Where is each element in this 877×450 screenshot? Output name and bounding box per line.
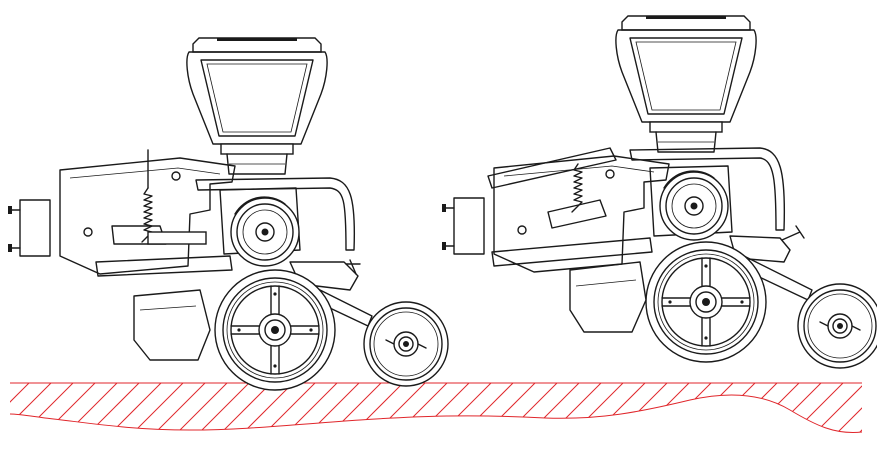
hatch-line [841,383,862,433]
hatch-line [775,383,847,433]
hatch-line [10,383,11,433]
gauge-wheel [645,241,767,363]
hatch-line [27,383,99,433]
hatch-line [335,383,407,433]
hatch-line [511,383,583,433]
press-wheel [797,283,877,369]
crank-handle [781,225,805,241]
hatch-line [864,380,877,450]
hatch-line [621,383,693,433]
hatch-line [379,383,451,433]
seed-meter [230,196,300,267]
frame-body [7,157,236,275]
hatch-line [819,383,862,433]
hatch-line [423,383,495,433]
hatch-line [10,383,77,433]
hatch-line [467,383,539,433]
hatch-line [731,383,803,433]
upper-linkage-arm [195,177,356,251]
meter-housing [219,187,301,255]
lower-linkage-arm [95,255,233,277]
planter-unit-left [7,37,449,391]
crank-handle [345,259,361,275]
hatch-line [93,383,165,433]
hatch-line [115,383,187,433]
shank-assembly [133,289,211,361]
hatch-line [753,383,825,433]
top-rail [629,147,786,231]
press-wheel [363,301,449,387]
down-pressure-spring [141,187,153,243]
hopper [186,37,328,175]
hatch-line [10,383,33,433]
hatch-line [71,383,143,433]
hatch-line [181,383,253,433]
depth-handle [147,231,207,245]
hatch-line [269,383,341,433]
gauge-wheel [214,269,336,391]
hatch-line [203,383,275,433]
hatch-line [533,383,605,433]
hatch-line [137,383,209,433]
meter-housing [649,165,733,237]
hatch-line [797,383,862,433]
hatch-line [643,383,715,433]
shank-assembly [569,261,647,333]
hatch-line [665,383,737,433]
hatch-line [401,383,473,433]
hatch-line [10,383,55,433]
hatch-line [225,383,297,433]
lower-linkage-arm [491,237,653,267]
planter-unit-right [441,15,877,369]
down-pressure-spring [571,163,583,213]
hatch-line [555,383,627,433]
hatch-line [291,383,363,433]
hatch-line [489,383,561,433]
hatch-line [357,383,429,433]
hatch-line [687,383,759,433]
hatch-line [445,383,517,433]
hatch-line [49,383,121,433]
hatch-line [159,383,231,433]
seed-meter [659,170,729,241]
hopper [615,15,757,153]
upper-linkage-arm [487,147,617,189]
hatch-line [247,383,319,433]
ground-profile-line [9,394,863,434]
hatch-line [313,383,385,433]
hatch-line [709,383,781,433]
ground-hatching [9,380,877,450]
adjustment-bracket [547,199,607,229]
